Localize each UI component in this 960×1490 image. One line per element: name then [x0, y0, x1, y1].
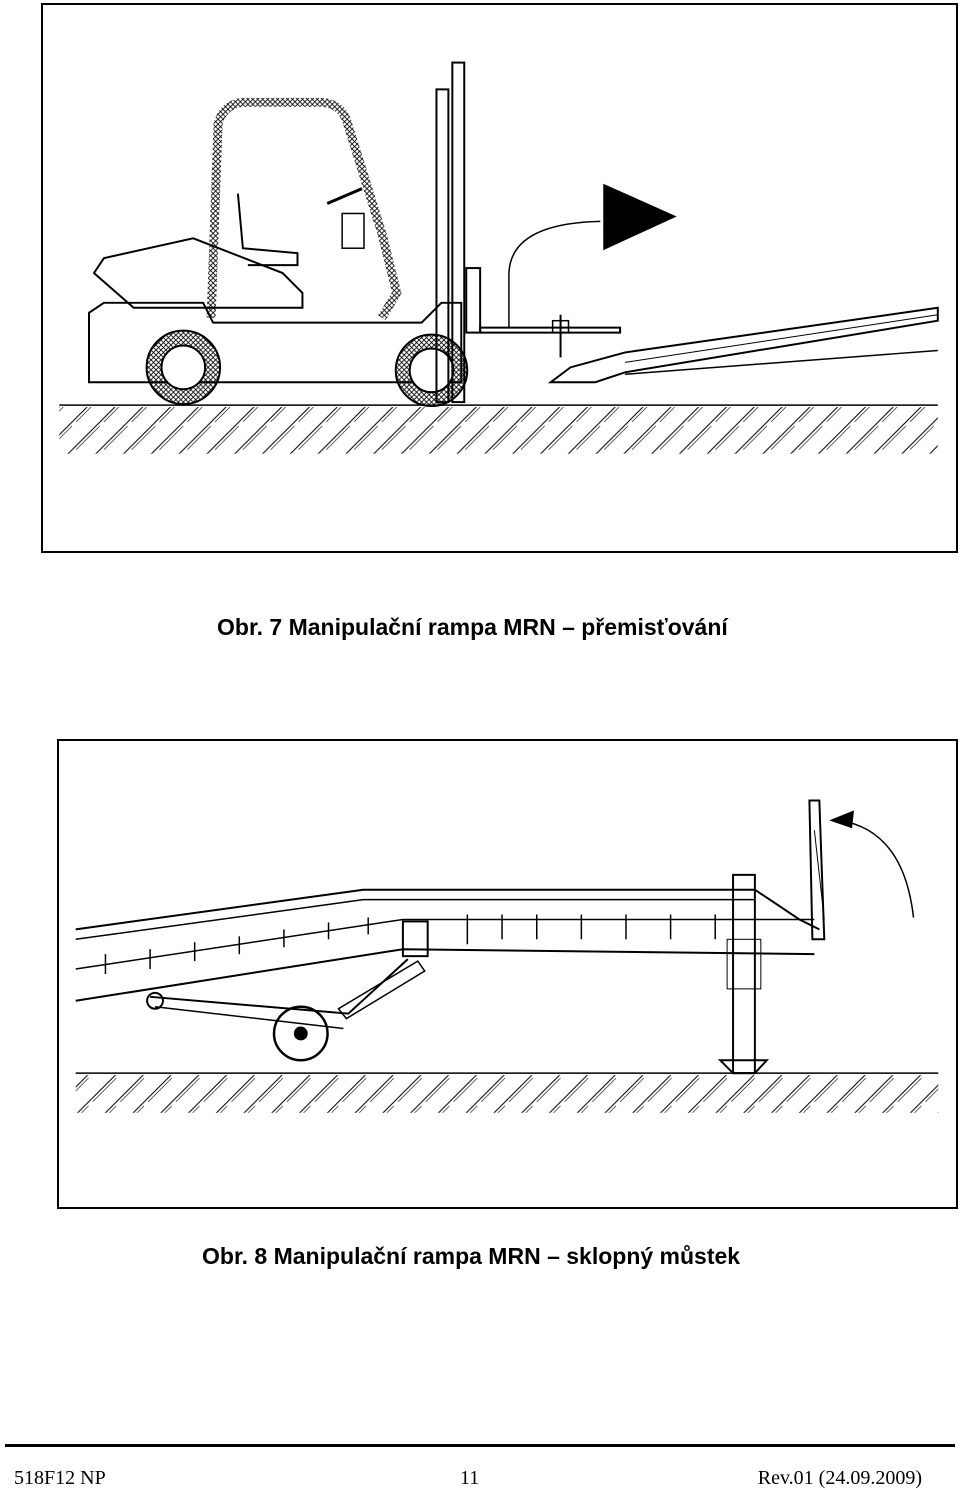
- figure-8-drawing: [57, 739, 958, 1209]
- footer-page-number: 11: [460, 1467, 480, 1489]
- tilting-bridge-drawing: [75, 799, 939, 1113]
- figure-7-caption: Obr. 7 Manipulační rampa MRN – přemisťov…: [217, 614, 728, 640]
- footer-divider: [5, 1444, 955, 1447]
- footer-doc-code: 518F12 NP: [14, 1467, 106, 1489]
- forklift-ramp-drawing: [59, 61, 939, 454]
- figure-7-drawing: [41, 3, 958, 553]
- figure-8-caption: Obr. 8 Manipulační rampa MRN – sklopný m…: [202, 1243, 741, 1269]
- footer-revision: Rev.01 (24.09.2009): [757, 1467, 922, 1489]
